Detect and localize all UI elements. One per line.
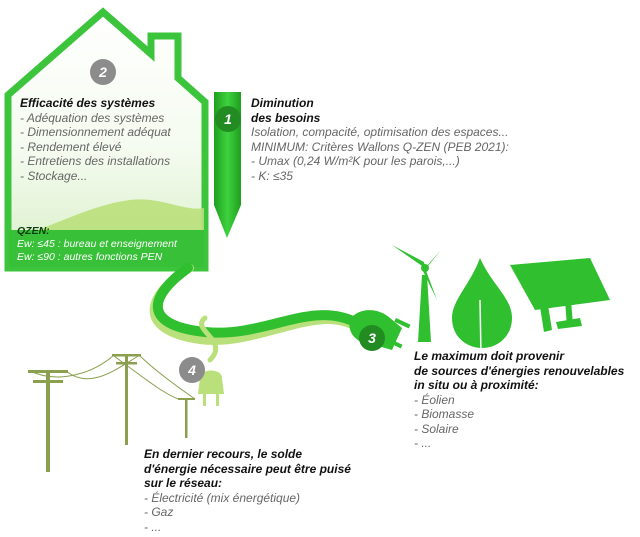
step-2-item: - Rendement élevé — [20, 139, 122, 154]
qzen-line: Ew: ≤90 : autres fonctions PEN — [17, 251, 163, 263]
step-4-items: - Électricité (mix énergétique) - Gaz - … — [144, 491, 351, 535]
step-1-item: Isolation, compacité, optimisation des e… — [251, 125, 509, 139]
power-line-pylons — [28, 354, 196, 472]
house-shape — [4, 7, 209, 272]
solar-panel-icon — [510, 258, 610, 332]
step-3-block: Le maximum doit provenir de sources d'én… — [414, 349, 624, 451]
light-green-plug — [198, 370, 224, 406]
step-1-block: Diminution des besoins Isolation, compac… — [251, 96, 509, 183]
step-1-badge: 1 — [215, 106, 241, 132]
step-3-item: - ... — [414, 436, 432, 450]
step-4-badge: 4 — [179, 357, 205, 383]
step-3-item: - Éolien — [414, 392, 455, 407]
step-2-items: - Adéquation des systèmes - Dimensionnem… — [20, 111, 171, 184]
step-3-title-line: de sources d'énergies renouvelables — [414, 363, 625, 378]
step-2-item: - Adéquation des systèmes — [20, 110, 165, 125]
power-cable — [149, 263, 364, 363]
step-4-title-line: En dernier recours, le solde — [144, 447, 303, 461]
step-4-title: En dernier recours, le solde d'énergie n… — [144, 447, 351, 491]
step-3-title-line: Le maximum doit provenir — [414, 349, 565, 363]
qzen-title: QZEN: — [17, 225, 50, 237]
step-4-item: - Gaz — [144, 505, 174, 519]
step-2-item: - Stockage... — [20, 168, 88, 183]
step-4-title-line: sur le réseau: — [144, 476, 223, 490]
qzen-block: QZEN: Ew: ≤45 : bureau et enseignement E… — [17, 225, 177, 264]
step-3-title: Le maximum doit provenir de sources d'én… — [414, 349, 624, 393]
step-2-item: - Dimensionnement adéquat — [20, 125, 171, 139]
step-2-badge: 2 — [90, 59, 116, 85]
qzen-line: Ew: ≤45 : bureau et enseignement — [17, 238, 177, 250]
step-1-item: - Umax (0,24 W/m²K pour les parois,...) — [251, 154, 460, 168]
step-1-title-line: des besoins — [251, 110, 321, 125]
step-1-title-line: Diminution — [251, 96, 314, 110]
step-3-badge: 3 — [359, 325, 385, 351]
step-1-item: - K: ≤35 — [251, 168, 293, 183]
step-1-item: MINIMUM: Critères Wallons Q-ZEN (PEB 202… — [251, 139, 509, 154]
step-2-title: Efficacité des systèmes — [20, 96, 156, 110]
step-3-item: - Solaire — [414, 421, 459, 436]
step-2-item: - Entretiens des installations — [20, 154, 171, 168]
step-3-item: - Biomasse — [414, 407, 475, 421]
step-3-title-line: in situ ou à proximité: — [414, 378, 539, 392]
step-3-items: - Éolien - Biomasse - Solaire - ... — [414, 393, 624, 451]
step-4-title-line: d'énergie nécessaire peut être puisé — [144, 461, 351, 476]
step-4-block: En dernier recours, le solde d'énergie n… — [144, 447, 351, 534]
step-4-item: - ... — [144, 519, 162, 534]
step-1-items: Isolation, compacité, optimisation des e… — [251, 125, 509, 183]
leaf-icon — [452, 258, 512, 357]
step-4-item: - Électricité (mix énergétique) — [144, 490, 301, 505]
wind-turbine-icon — [392, 245, 441, 342]
step-2-block: Efficacité des systèmes - Adéquation des… — [20, 96, 171, 183]
